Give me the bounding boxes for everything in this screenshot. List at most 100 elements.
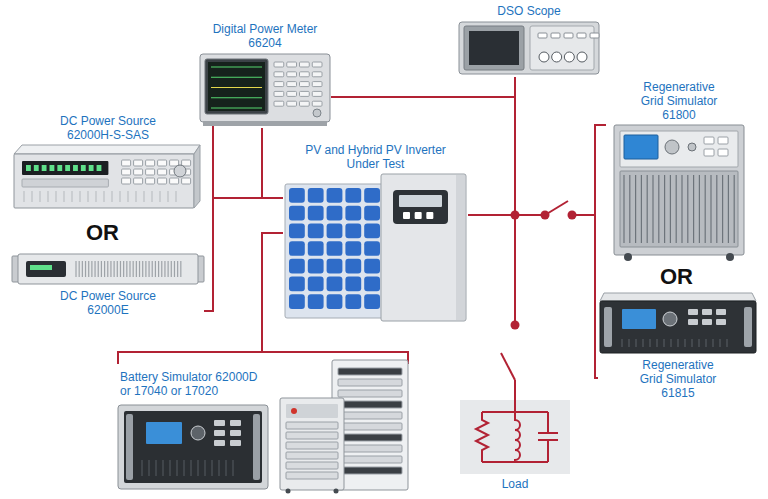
equipment-label: Battery Simulator 62000D or 17040 or 170… — [120, 370, 270, 398]
drawing-part — [88, 261, 89, 277]
drawing-part — [287, 62, 297, 67]
drawing-part — [126, 414, 133, 480]
drawing-part — [530, 26, 594, 70]
drawing-part — [146, 169, 155, 175]
drawing-part — [312, 62, 322, 67]
equipment-label: DSO Scope — [497, 4, 560, 18]
drawing-part — [364, 223, 380, 238]
drawing-part — [300, 101, 310, 106]
drawing-part — [460, 400, 570, 474]
drawing-part — [699, 339, 700, 347]
drawing-part — [685, 339, 686, 347]
drawing-part — [641, 175, 642, 243]
drawing-part — [624, 135, 658, 159]
drawing-part — [253, 414, 260, 480]
drawing-part — [200, 54, 330, 122]
drawing-part — [726, 253, 734, 261]
drawing-part — [56, 191, 57, 202]
drawing-part — [219, 460, 220, 476]
drawing-part — [629, 339, 630, 347]
drawing-part — [300, 82, 310, 87]
drawing-part — [163, 460, 164, 476]
drawing-part — [600, 293, 756, 301]
drawing-part — [205, 59, 268, 114]
drawing-part — [345, 223, 361, 238]
drawing-part — [14, 145, 200, 154]
power-wire — [204, 198, 283, 311]
drawing-part — [312, 72, 322, 77]
equipment-label: PV and Hybrid PV Inverter Under Test — [296, 143, 456, 171]
drawing-part — [403, 212, 410, 219]
drawing-part — [104, 191, 105, 202]
drawing-part — [96, 191, 97, 202]
drawing-part — [274, 82, 284, 87]
drawing-part — [327, 206, 343, 221]
inverter-under-test: PV and Hybrid PV Inverter Under Test — [283, 143, 468, 322]
drawing-part — [122, 160, 131, 166]
drawing-part — [286, 422, 338, 429]
power-wire — [262, 233, 283, 352]
drawing-part — [722, 175, 723, 243]
drawing-part — [148, 261, 149, 277]
drawing-part — [286, 472, 338, 479]
drawing-part — [415, 212, 422, 219]
drawing-part — [149, 460, 150, 476]
drawing-part — [647, 175, 648, 243]
drawing-part — [177, 460, 178, 476]
load-box: Load — [460, 400, 570, 491]
drawing-part — [211, 97, 262, 98]
drawing-part — [364, 206, 380, 221]
grid-simulator: Regenerative Grid Simulator 61815 — [598, 293, 758, 400]
power-wire — [468, 77, 515, 215]
drawing-part — [338, 390, 402, 397]
drawing-part — [158, 261, 159, 277]
drawing-part — [702, 309, 712, 315]
drawing-part — [327, 294, 343, 309]
drawing-part — [226, 460, 227, 476]
drawing-part — [176, 191, 177, 202]
drawing-part — [688, 309, 698, 315]
drawing-part — [345, 188, 361, 203]
drawing-part — [104, 261, 105, 277]
drawing-part — [85, 261, 86, 277]
drawing-part — [198, 460, 199, 476]
drawing-part — [291, 408, 297, 414]
drawing-part — [274, 62, 284, 67]
drawing-part — [142, 460, 143, 476]
drawing-part — [300, 91, 310, 96]
drawing-part — [705, 175, 706, 243]
drawing-part — [80, 191, 81, 202]
drawing-part — [289, 188, 305, 203]
drawing-part — [338, 401, 402, 408]
drawing-part — [308, 294, 324, 309]
drawing-part — [469, 31, 519, 65]
drawing-part — [456, 175, 465, 320]
drawing-part — [676, 175, 677, 243]
drawing-part — [42, 165, 47, 171]
junction-dot — [511, 321, 520, 330]
drawing-part — [710, 175, 711, 243]
drawing-part — [274, 91, 284, 96]
drawing-part — [728, 175, 729, 243]
drawing-part — [564, 33, 573, 38]
drawing-part — [345, 206, 361, 221]
drawing-part — [622, 309, 656, 329]
drawing-part — [327, 241, 343, 256]
drawing-part — [194, 145, 200, 208]
drawing-part — [652, 175, 653, 243]
drawing-part — [129, 261, 130, 277]
equipment-label: Digital Power Meter 66204 — [203, 22, 328, 50]
equipment-label: DC Power Source 62000H-S-SAS — [43, 114, 173, 142]
drawing-part — [124, 411, 262, 483]
drawing-part — [399, 195, 442, 207]
drawing-part — [230, 440, 241, 446]
junction-dot — [511, 211, 520, 220]
drawing-part — [182, 178, 191, 184]
drawing-part — [622, 339, 623, 347]
drawing-part — [82, 261, 83, 277]
power-wire — [204, 118, 283, 198]
drawing-part — [26, 261, 66, 277]
equipment-illustration — [12, 252, 204, 286]
drawing-part — [24, 191, 25, 202]
drawing-part — [177, 261, 178, 277]
